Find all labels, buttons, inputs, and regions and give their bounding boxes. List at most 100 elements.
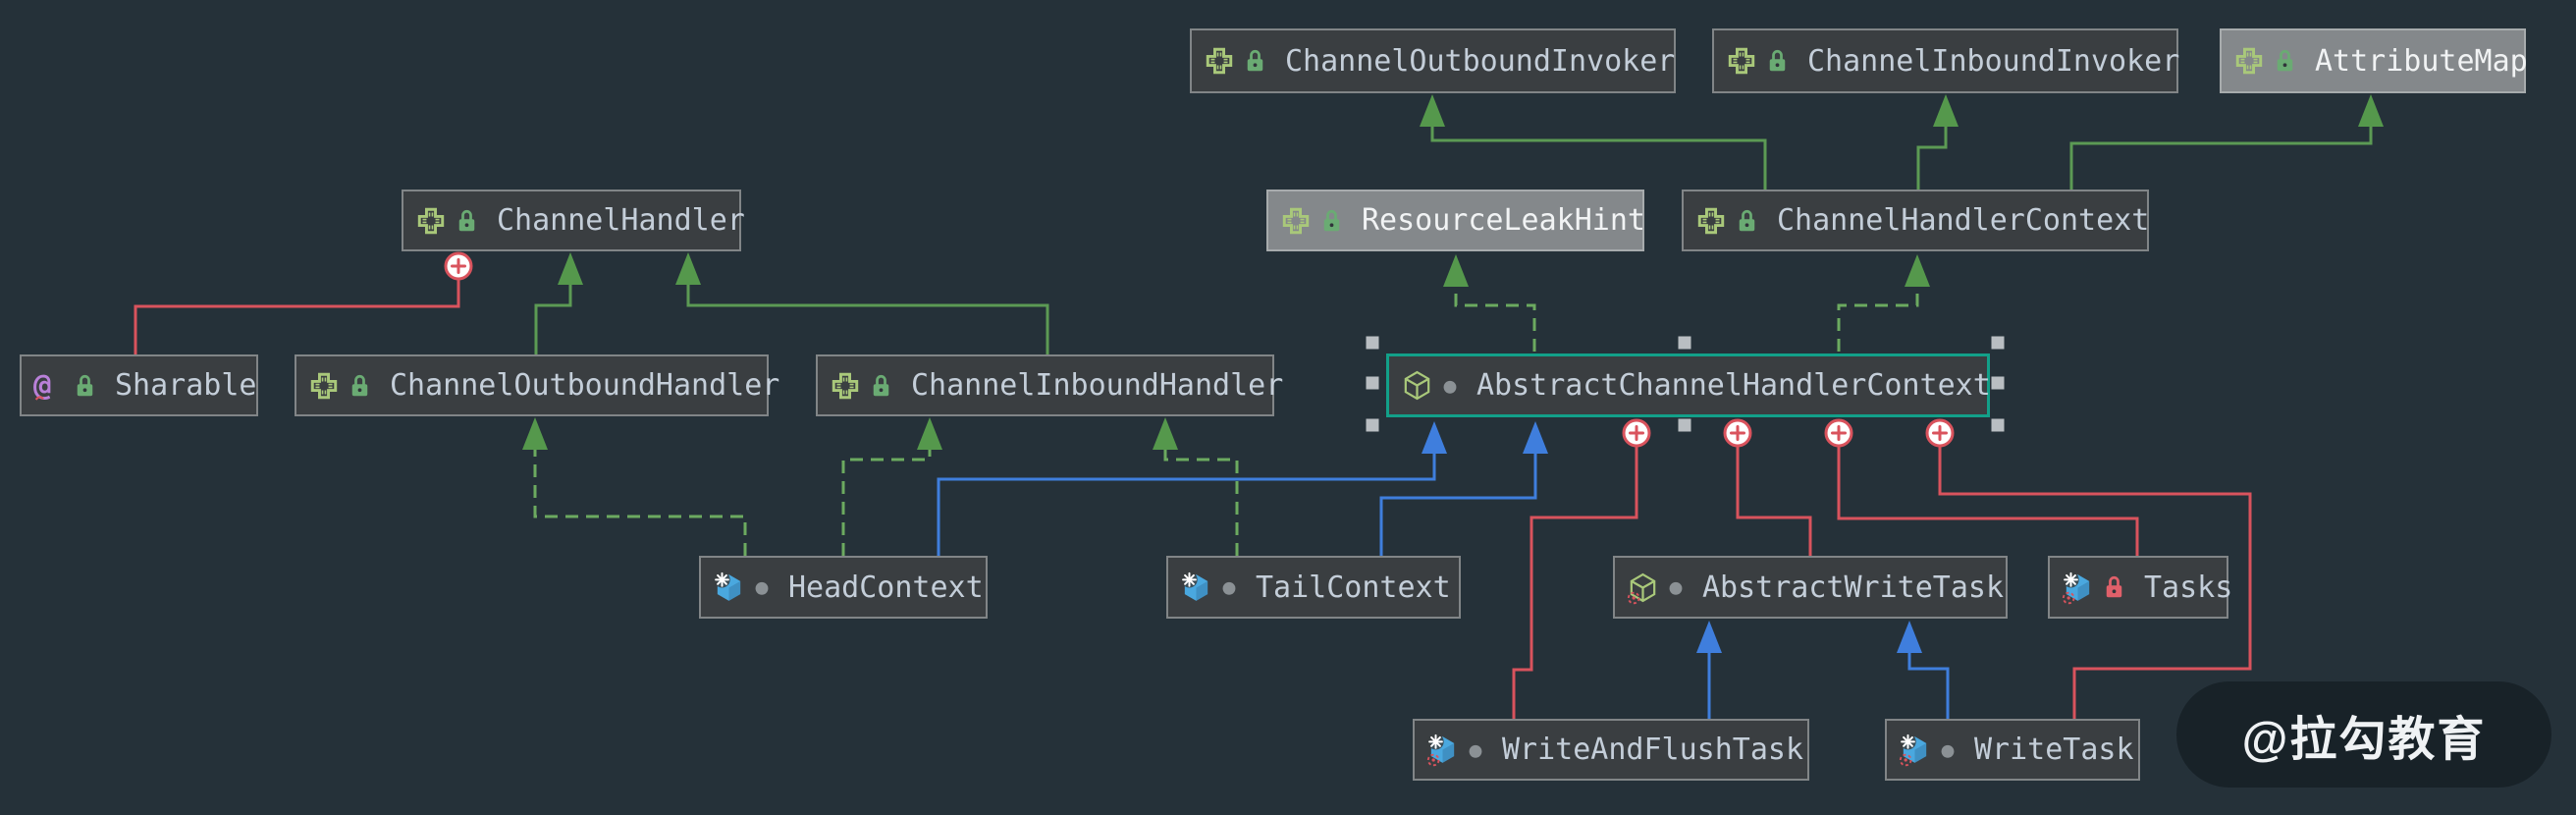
node-channel-handler-context[interactable]: ChannelHandlerContext bbox=[1682, 190, 2149, 251]
public-lock-icon bbox=[1243, 44, 1267, 78]
interface-icon bbox=[1726, 44, 1757, 78]
public-lock-icon bbox=[348, 369, 372, 403]
node-label: AbstractWriteTask bbox=[1702, 570, 2005, 605]
node-channel-outbound-invoker[interactable]: ChannelOutboundInvoker bbox=[1190, 28, 1676, 93]
selection-handle[interactable] bbox=[1991, 376, 2005, 390]
arrowhead-icon bbox=[2358, 94, 2384, 127]
node-channel-inbound-invoker[interactable]: ChannelInboundInvoker bbox=[1712, 28, 2180, 93]
package-private-dot-icon bbox=[1467, 734, 1484, 767]
inner-class-plus-icon bbox=[1824, 418, 1853, 448]
edge-TailContext-to-AbstractChannelHandlerContext bbox=[1379, 421, 1548, 556]
node-attribute-map[interactable]: AttributeMap bbox=[2220, 28, 2528, 93]
arrowhead-icon bbox=[558, 252, 583, 285]
node-label: ChannelInboundInvoker bbox=[1807, 43, 2180, 79]
edge-ChannelOutboundHandler-to-ChannelHandler bbox=[534, 252, 583, 354]
node-head-context[interactable]: HeadContext bbox=[699, 556, 988, 619]
final-class-icon bbox=[1899, 733, 1931, 767]
edge-HeadContext-to-AbstractChannelHandlerContext bbox=[937, 421, 1447, 556]
node-resource-leak-hint[interactable]: ResourceLeakHint bbox=[1266, 190, 1645, 251]
public-lock-icon bbox=[1319, 204, 1344, 238]
arrowhead-icon bbox=[675, 252, 701, 285]
arrowhead-icon bbox=[1933, 94, 1959, 127]
selection-handle[interactable] bbox=[1366, 336, 1379, 350]
node-tail-context[interactable]: TailContext bbox=[1166, 556, 1461, 619]
edge-ChannelHandlerContext-to-ChannelInboundInvoker bbox=[1916, 94, 1959, 190]
node-label: ResourceLeakHint bbox=[1362, 203, 1645, 238]
node-label: HeadContext bbox=[788, 570, 984, 605]
svg-text:@: @ bbox=[33, 369, 51, 403]
node-tasks[interactable]: Tasks bbox=[2048, 556, 2232, 619]
interface-icon bbox=[2233, 44, 2265, 78]
node-label: ChannelOutboundHandler bbox=[390, 368, 780, 403]
public-lock-icon bbox=[1735, 204, 1759, 238]
interface-icon bbox=[1204, 44, 1235, 78]
node-write-and-flush-task[interactable]: WriteAndFlushTask bbox=[1413, 719, 1809, 781]
selection-handle[interactable] bbox=[1678, 418, 1691, 432]
package-private-dot-icon bbox=[1441, 369, 1459, 403]
arrowhead-icon bbox=[1420, 94, 1445, 127]
interface-icon bbox=[308, 369, 340, 403]
final-class-icon bbox=[1426, 733, 1459, 767]
package-private-dot-icon bbox=[1939, 734, 1957, 767]
edge-ChannelHandlerContext-to-AttributeMap bbox=[2069, 94, 2384, 190]
node-channel-inbound-handler[interactable]: ChannelInboundHandler bbox=[816, 354, 1283, 416]
arrowhead-icon bbox=[1443, 254, 1469, 287]
selection-handle[interactable] bbox=[1991, 418, 2005, 432]
node-channel-handler[interactable]: ChannelHandler bbox=[402, 190, 745, 251]
package-private-dot-icon bbox=[1667, 570, 1685, 604]
selection-handle[interactable] bbox=[1678, 336, 1691, 350]
edge-AbstractChannelHandlerContext-to-ResourceLeakHint bbox=[1443, 254, 1536, 352]
public-lock-icon bbox=[73, 369, 97, 403]
public-lock-icon bbox=[2273, 44, 2297, 78]
package-private-dot-icon bbox=[1220, 570, 1238, 604]
interface-icon bbox=[830, 369, 861, 403]
node-write-task[interactable]: WriteTask bbox=[1885, 719, 2140, 781]
public-lock-icon bbox=[1765, 44, 1790, 78]
arrowhead-icon bbox=[522, 417, 548, 450]
edge-TailContext-to-ChannelInboundHandler bbox=[1153, 417, 1239, 556]
abstract-class-icon bbox=[1627, 570, 1659, 605]
public-lock-icon bbox=[455, 204, 479, 238]
inner-class-plus-icon bbox=[1925, 418, 1955, 448]
inner-class-plus-icon bbox=[1622, 418, 1651, 448]
node-label: ChannelOutboundInvoker bbox=[1285, 43, 1676, 79]
node-abstract-write-task[interactable]: AbstractWriteTask bbox=[1613, 556, 2008, 619]
node-label: TailContext bbox=[1256, 570, 1451, 605]
edge-ChannelHandlerContext-to-ChannelOutboundInvoker bbox=[1420, 94, 1767, 190]
node-channel-outbound-handler[interactable]: ChannelOutboundHandler bbox=[295, 354, 779, 416]
edge-ChannelHandler-inner-Sharable bbox=[134, 251, 473, 354]
node-label: Tasks bbox=[2144, 570, 2233, 605]
interface-icon bbox=[1280, 204, 1312, 238]
inner-class-plus-icon bbox=[1723, 418, 1752, 448]
edge-WriteTask-to-AbstractWriteTask bbox=[1897, 621, 1950, 719]
inner-class-plus-icon bbox=[444, 251, 473, 281]
selection-handle[interactable] bbox=[1991, 336, 2005, 350]
final-class-icon bbox=[713, 570, 745, 605]
node-label: Sharable bbox=[115, 368, 257, 403]
edge-ChannelInboundHandler-to-ChannelHandler bbox=[675, 252, 1049, 354]
edge-WriteAndFlushTask-to-AbstractWriteTask bbox=[1696, 621, 1722, 719]
private-lock-icon bbox=[2102, 570, 2126, 604]
node-abstract-channel-handler-context[interactable]: AbstractChannelHandlerContext bbox=[1386, 353, 1991, 417]
edge-AbstractChannelHandlerContext-inner-AbstractWriteTask bbox=[1723, 418, 1812, 556]
interface-icon bbox=[415, 204, 447, 238]
watermark-badge: @拉勾教育 bbox=[2176, 681, 2551, 788]
arrowhead-icon bbox=[1905, 254, 1930, 287]
node-sharable[interactable]: @ Sharable bbox=[20, 354, 258, 416]
final-class-icon bbox=[2062, 570, 2094, 605]
arrowhead-icon bbox=[1153, 417, 1178, 450]
node-label: WriteAndFlushTask bbox=[1502, 733, 1804, 767]
edge-HeadContext-to-ChannelInboundHandler bbox=[841, 417, 942, 556]
node-label: WriteTask bbox=[1974, 733, 2134, 767]
edge-HeadContext-to-ChannelOutboundHandler bbox=[522, 417, 747, 556]
package-private-dot-icon bbox=[753, 570, 771, 604]
selection-handle[interactable] bbox=[1366, 418, 1379, 432]
arrowhead-icon bbox=[1897, 621, 1922, 653]
edge-AbstractChannelHandlerContext-inner-Tasks bbox=[1824, 418, 2139, 556]
arrowhead-icon bbox=[917, 417, 942, 450]
interface-icon bbox=[1695, 204, 1727, 238]
selection-handle[interactable] bbox=[1366, 376, 1379, 390]
public-lock-icon bbox=[869, 369, 893, 403]
edge-AbstractChannelHandlerContext-to-ChannelHandlerContext bbox=[1837, 254, 1930, 352]
